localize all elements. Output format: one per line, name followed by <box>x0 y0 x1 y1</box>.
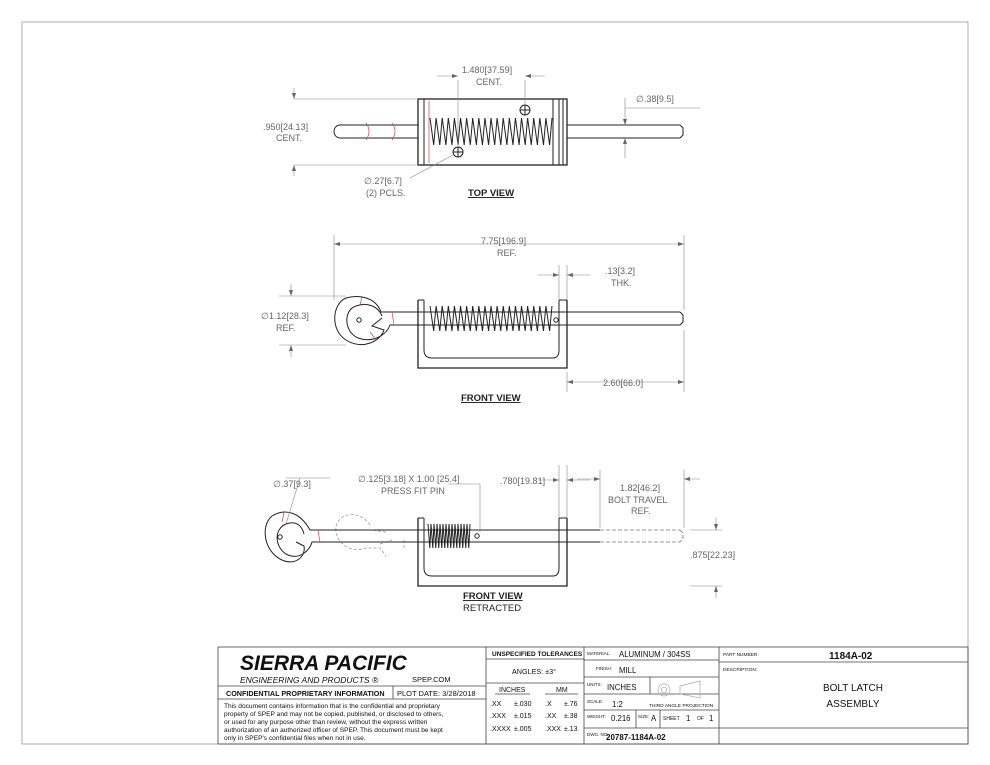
sheet-border <box>21 21 969 745</box>
dim-top-rod-dia: ∅.38[9.5] <box>636 94 674 104</box>
spring-front <box>429 305 553 332</box>
svg-text:or used for any purpose other: or used for any purpose other than revie… <box>224 719 428 726</box>
sheet-label: SHEET <box>663 716 680 722</box>
projection-icon <box>657 680 701 699</box>
dim-top-centers: 1.480[37.59] <box>462 65 512 75</box>
dwg-label: DWG. NO: <box>587 732 609 737</box>
retracted-view: ∅.37[9.3] ∅.125[3.18] X 1.00 [25.4] PRES… <box>264 465 735 614</box>
svg-text:±.005: ±.005 <box>514 726 532 733</box>
dim-front-rod: 2.60[66.0] <box>603 378 643 388</box>
size-value: A <box>651 714 657 723</box>
description-label: DESCRIPTION: <box>723 667 757 673</box>
dim-front-loop-note: REF. <box>276 323 296 333</box>
scale-value: 1:2 <box>612 700 623 709</box>
company-subtitle: ENGINEERING AND PRODUCTS ® <box>240 675 379 685</box>
tol-row: .XX ±.030 .X ±.76 <box>490 701 578 708</box>
units-label: UNITS: <box>587 682 602 687</box>
dim-front-length-note: REF. <box>497 248 517 258</box>
dim-ret-bracket: .780[19.81] <box>500 476 545 486</box>
svg-text:.XX: .XX <box>490 701 502 708</box>
retracted-view-subtitle: RETRACTED <box>463 603 521 614</box>
tol-row: .XXX ±.015 .XX ±.38 <box>490 713 578 720</box>
company-website: SPEP.COM <box>412 675 451 684</box>
spring-coil <box>429 305 553 332</box>
finish-label: FINISH: <box>596 666 612 671</box>
size-label: SIZE: <box>638 714 649 719</box>
tol-inches-head: INCHES <box>499 687 526 694</box>
units-value: INCHES <box>607 683 636 692</box>
dim-ret-pin: ∅.125[3.18] X 1.00 [25.4] <box>358 474 460 484</box>
svg-text:.XX: .XX <box>545 713 557 720</box>
dwg-number: 20787-1184A-02 <box>606 733 666 742</box>
svg-text:property of SPEP and may not b: property of SPEP and may not be copied, … <box>224 711 444 718</box>
svg-text:authorization of an authorized: authorization of an authorized officer o… <box>224 727 443 734</box>
company-name: SIERRA PACIFIC <box>240 652 408 675</box>
dim-ret-loop: ∅.37[9.3] <box>273 479 311 489</box>
sheets-value: 1 <box>709 714 713 723</box>
front-view-title: FRONT VIEW <box>461 393 521 404</box>
sheet-value: 1 <box>686 714 690 723</box>
dim-ret-travel: 1.82[46.2] <box>620 483 660 493</box>
svg-text:±.030: ±.030 <box>514 701 532 708</box>
spring-retracted <box>427 523 471 549</box>
tol-row: .XXXX ±.005 .XXX ±.13 <box>490 726 578 733</box>
svg-text:only in SPEP's confidential fi: only in SPEP's confidential files when n… <box>224 735 366 742</box>
dim-front-thk: .13[3.2] <box>605 266 635 276</box>
part-number: 1184A-02 <box>829 651 873 662</box>
confidential-text: This document contains information that … <box>224 703 444 742</box>
weight-label: WEIGHT: <box>587 714 606 719</box>
dim-top-height-note: CENT. <box>276 133 302 143</box>
tolerances-heading: UNSPECIFIED TOLERANCES <box>492 651 583 658</box>
top-view: 1.480[37.59] CENT. .950[24.13] CENT. ∅.3… <box>263 65 700 199</box>
title-block: SIERRA PACIFIC ENGINEERING AND PRODUCTS … <box>217 646 969 745</box>
svg-text:±.015: ±.015 <box>514 713 532 720</box>
of-label: OF <box>697 716 704 722</box>
svg-text:This document contains informa: This document contains information that … <box>224 703 441 710</box>
front-view: 7.75[196.9] REF. .13[3.2] THK. ∅1.12[28.… <box>261 235 685 404</box>
dim-front-thk-note: THK. <box>611 278 632 288</box>
confidential-heading: CONFIDENTIAL PROPRIETARY INFORMATION <box>226 689 385 698</box>
dim-top-height: .950[24.13] <box>263 122 308 132</box>
tolerances-angles: ANGLES: ±3° <box>512 667 556 676</box>
dim-front-loop: ∅1.12[28.3] <box>261 311 309 321</box>
spring-coil <box>429 117 553 146</box>
scale-label: SCALE: <box>587 699 603 704</box>
part-number-label: PART NUMBER: <box>723 652 759 658</box>
svg-text:±.76: ±.76 <box>564 701 578 708</box>
description-line2: ASSEMBLY <box>826 699 879 710</box>
description-line1: BOLT LATCH <box>823 683 883 694</box>
material-value: ALUMINUM / 304SS <box>619 650 691 659</box>
dim-ret-travel-note1: BOLT TRAVEL <box>608 495 667 505</box>
finish-value: MILL <box>619 666 637 675</box>
plot-date: PLOT DATE: 3/28/2018 <box>397 689 476 698</box>
svg-text:±.38: ±.38 <box>564 713 578 720</box>
dim-top-holes: ∅.27[6.7] <box>364 176 402 186</box>
top-view-title: TOP VIEW <box>468 188 514 199</box>
material-label: MATERIAL: <box>587 651 610 656</box>
svg-text:.XXX: .XXX <box>490 713 506 720</box>
weight-value: 0.216 <box>611 714 631 723</box>
dim-ret-offset: .875[22.23] <box>690 550 735 560</box>
svg-text:.X: .X <box>545 701 552 708</box>
dim-ret-travel-note2: REF. <box>631 506 651 516</box>
svg-text:.XXX: .XXX <box>545 726 561 733</box>
projection-label: THIRD ANGLE PROJECTION <box>649 703 714 709</box>
retracted-view-title: FRONT VIEW <box>463 591 523 602</box>
spring-coil <box>427 523 471 549</box>
spring-top <box>429 117 553 146</box>
dim-top-holes-note: (2) PCLS. <box>366 188 406 198</box>
dim-front-length: 7.75[196.9] <box>481 236 526 246</box>
dim-top-centers-note: CENT. <box>476 77 502 87</box>
dim-ret-pin-note: PRESS FIT PIN <box>381 486 445 496</box>
svg-text:.XXXX: .XXXX <box>490 726 511 733</box>
svg-text:±.13: ±.13 <box>564 726 578 733</box>
tol-mm-head: MM <box>556 687 568 694</box>
